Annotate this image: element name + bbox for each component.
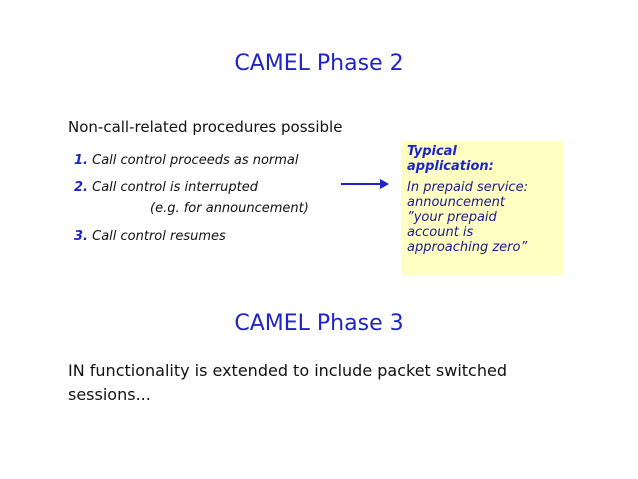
- step-2: 2. Call control is interrupted: [74, 180, 258, 195]
- note-body: In prepaid service: announcement ”your p…: [407, 180, 557, 255]
- slide-title-phase-3: CAMEL Phase 3: [234, 311, 404, 336]
- step-2-detail: (e.g. for announcement): [150, 201, 309, 216]
- note-heading-line: application:: [407, 159, 494, 174]
- note-line: account is: [407, 225, 474, 240]
- subheading: Non-call-related procedures possible: [68, 118, 343, 136]
- phase-3-description: IN functionality is extended to include …: [68, 361, 507, 404]
- note-heading: Typical application:: [407, 144, 557, 174]
- step-text: Call control is interrupted: [92, 180, 258, 195]
- step-number: 3.: [74, 229, 88, 244]
- note-line: announcement: [407, 195, 506, 210]
- note-line: approaching zero”: [407, 240, 528, 255]
- note-line: ”your prepaid: [407, 210, 497, 225]
- step-number: 2.: [74, 180, 88, 195]
- note-heading-line: Typical: [407, 144, 457, 159]
- right-arrow-icon: [341, 179, 389, 189]
- step-text: Call control resumes: [92, 229, 226, 244]
- step-3: 3. Call control resumes: [74, 229, 226, 244]
- step-number: 1.: [74, 153, 88, 168]
- slide-title-phase-2: CAMEL Phase 2: [234, 51, 404, 76]
- typical-application-note: Typical application: In prepaid service:…: [401, 141, 563, 275]
- note-line: In prepaid service:: [407, 180, 528, 195]
- step-text: Call control proceeds as normal: [92, 153, 299, 168]
- step-1: 1. Call control proceeds as normal: [74, 153, 299, 168]
